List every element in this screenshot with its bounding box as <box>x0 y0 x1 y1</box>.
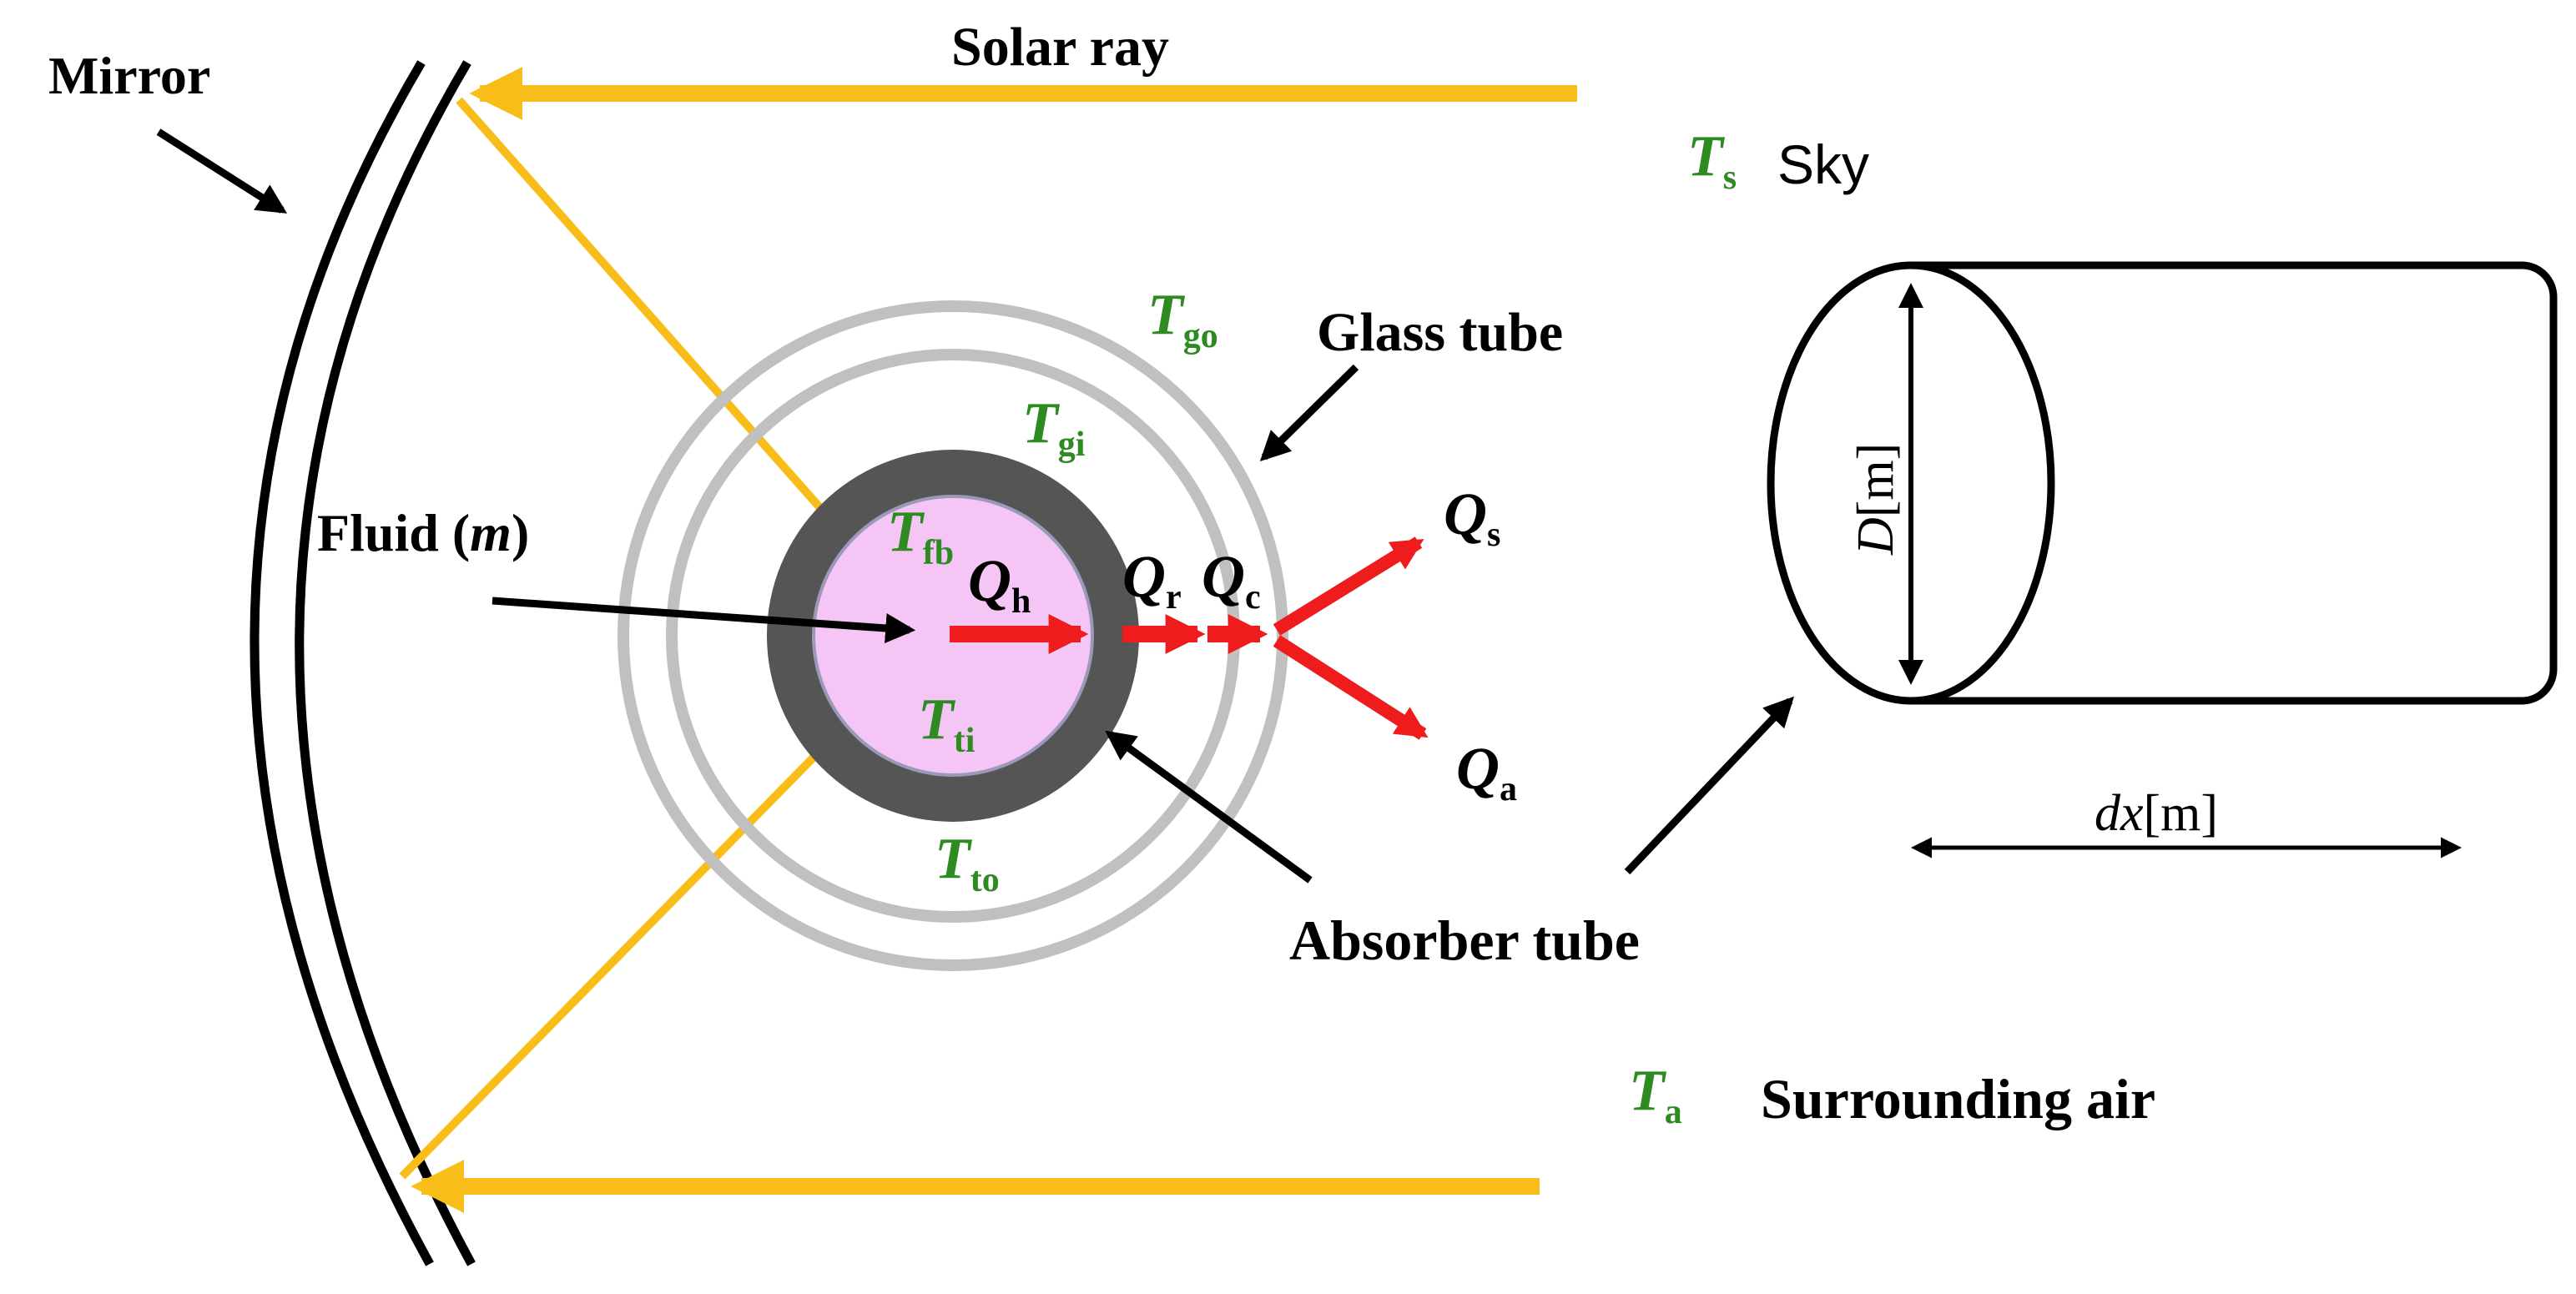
heat-Qs: Qs <box>1444 481 1500 554</box>
mirror <box>250 60 476 1266</box>
mirror-arc-outer <box>250 60 434 1266</box>
mirror-label: Mirror <box>48 46 210 105</box>
fluid-label-open: Fluid ( <box>317 503 470 562</box>
temp-Tgo: Tgo <box>1147 283 1218 355</box>
glass-tube-outer-wall <box>618 300 1288 971</box>
fluid-pointer <box>492 597 916 643</box>
sky-label: Sky <box>1777 133 1869 195</box>
fluid-label-close: ) <box>512 503 529 562</box>
heat-Qa: Qa <box>1456 735 1517 808</box>
mirror-pointer <box>156 128 288 214</box>
length-label: dx[m] <box>2095 785 2218 842</box>
temp-Ta: Ta <box>1629 1059 1682 1131</box>
temp-Tto: Tto <box>935 827 1000 899</box>
absorber-tube-label: Absorber tube <box>1289 909 1640 972</box>
absorber-tube-pointer <box>1105 730 1313 884</box>
temp-Ts: Ts <box>1687 124 1737 197</box>
heat-flow-arrows <box>950 536 1429 740</box>
solar-ray-label: Solar ray <box>951 17 1169 78</box>
temp-Tti: Tti <box>918 687 975 760</box>
heat-arrow-Qs <box>1273 536 1424 636</box>
temp-Tfb: Tfb <box>887 500 954 572</box>
cylinder-end-face <box>1767 261 2055 705</box>
pointer-arrows <box>156 128 1794 884</box>
glass-tube-pointer <box>1259 364 1359 462</box>
glass-tube-label: Glass tube <box>1317 302 1563 363</box>
fluid-label: Fluid (m) <box>317 503 529 562</box>
temp-Tgi: Tgi <box>1022 391 1086 464</box>
diameter-label: D[m] <box>1848 443 1904 556</box>
heat-arrow-Qa <box>1273 635 1429 740</box>
heat-Qh: Qh <box>968 547 1031 621</box>
surrounding-air-label: Surrounding air <box>1761 1067 2155 1130</box>
element-pointer <box>1624 696 1794 875</box>
heat-Qr: Qr <box>1122 543 1182 617</box>
heat-Qc: Qc <box>1202 543 1261 617</box>
fluid-label-mass: m <box>470 503 512 562</box>
cylinder-body <box>1911 261 2558 705</box>
mirror-arc-inner <box>295 60 476 1266</box>
cylinder-element <box>1767 261 2558 858</box>
